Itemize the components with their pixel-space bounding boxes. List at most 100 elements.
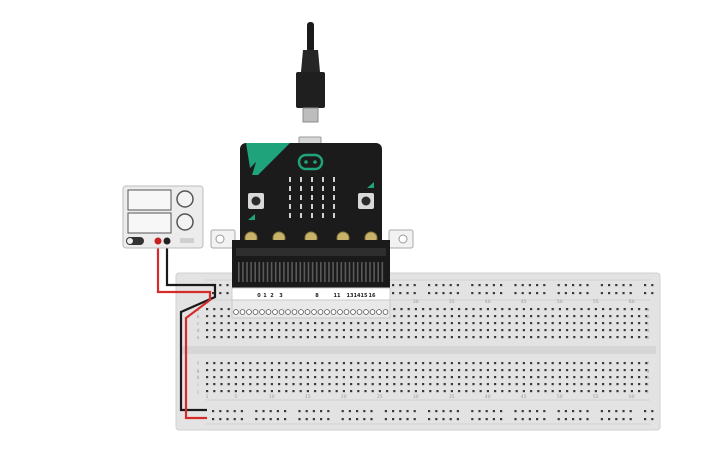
breadboard-hole[interactable] [407,315,410,318]
breadboard-hole[interactable] [501,336,504,339]
breadboard-hole[interactable] [450,376,453,379]
rail-hole[interactable] [615,410,618,413]
breadboard-hole[interactable] [422,390,425,393]
breadboard-hole[interactable] [422,376,425,379]
breadboard-hole[interactable] [414,308,417,311]
breadboard-hole[interactable] [573,390,576,393]
rail-hole[interactable] [449,418,452,421]
breadboard-hole[interactable] [414,390,417,393]
breadboard-hole[interactable] [263,376,266,379]
breadboard-hole[interactable] [321,369,324,372]
rail-hole[interactable] [622,418,625,421]
breadboard-hole[interactable] [213,315,216,318]
rail-hole[interactable] [644,284,647,287]
header-pin[interactable] [233,309,239,315]
breadboard-hole[interactable] [350,376,353,379]
breadboard-hole[interactable] [422,315,425,318]
breadboard-hole[interactable] [501,362,504,365]
breadboard-hole[interactable] [364,336,367,339]
breadboard-hole[interactable] [242,369,245,372]
breadboard-hole[interactable] [587,315,590,318]
breadboard-hole[interactable] [580,315,583,318]
rail-hole[interactable] [615,284,618,287]
breadboard-hole[interactable] [486,329,489,332]
breadboard-hole[interactable] [458,369,461,372]
breadboard-hole[interactable] [443,315,446,318]
rail-hole[interactable] [406,284,409,287]
breadboard-hole[interactable] [486,336,489,339]
breadboard-hole[interactable] [465,322,468,325]
header-pin[interactable] [239,309,246,315]
breadboard-hole[interactable] [486,383,489,386]
breadboard-hole[interactable] [609,329,612,332]
rail-hole[interactable] [233,410,236,413]
breadboard-hole[interactable] [350,383,353,386]
breadboard-hole[interactable] [386,322,389,325]
breadboard-hole[interactable] [616,315,619,318]
breadboard-hole[interactable] [472,362,475,365]
breadboard-hole[interactable] [335,376,338,379]
breadboard-hole[interactable] [342,362,345,365]
breadboard-hole[interactable] [544,369,547,372]
breadboard-hole[interactable] [450,329,453,332]
breadboard-hole[interactable] [386,390,389,393]
breadboard-hole[interactable] [278,336,281,339]
breadboard-hole[interactable] [522,322,525,325]
header-pin[interactable] [272,309,278,315]
breadboard-hole[interactable] [364,362,367,365]
breadboard-hole[interactable] [465,315,468,318]
breadboard-hole[interactable] [580,336,583,339]
breadboard-hole[interactable] [486,376,489,379]
breadboard-hole[interactable] [256,376,259,379]
breadboard-hole[interactable] [220,369,223,372]
breadboard-hole[interactable] [314,362,317,365]
breadboard-hole[interactable] [638,383,641,386]
rail-hole[interactable] [219,410,222,413]
breadboard-hole[interactable] [386,376,389,379]
breadboard-hole[interactable] [587,329,590,332]
breadboard-hole[interactable] [328,390,331,393]
rail-hole[interactable] [327,418,330,421]
breadboard-hole[interactable] [436,308,439,311]
breadboard-hole[interactable] [522,383,525,386]
rail-hole[interactable] [356,418,359,421]
breadboard-hole[interactable] [227,362,230,365]
breadboard-hole[interactable] [328,322,331,325]
rail-hole[interactable] [528,292,531,295]
rail-hole[interactable] [348,418,351,421]
breadboard-hole[interactable] [544,322,547,325]
breadboard-hole[interactable] [314,322,317,325]
breadboard-hole[interactable] [342,329,345,332]
rail-hole[interactable] [327,410,330,413]
breadboard-hole[interactable] [522,308,525,311]
rail-hole[interactable] [500,418,503,421]
breadboard-hole[interactable] [285,322,288,325]
breadboard-hole[interactable] [616,308,619,311]
breadboard-hole[interactable] [573,369,576,372]
breadboard-hole[interactable] [242,376,245,379]
rail-hole[interactable] [514,418,517,421]
breadboard-hole[interactable] [472,308,475,311]
breadboard-hole[interactable] [378,329,381,332]
rail-hole[interactable] [514,410,517,413]
breadboard-hole[interactable] [530,329,533,332]
breadboard-hole[interactable] [364,322,367,325]
breadboard-hole[interactable] [328,329,331,332]
breadboard-hole[interactable] [335,362,338,365]
breadboard-hole[interactable] [580,376,583,379]
rail-hole[interactable] [392,418,395,421]
breadboard-hole[interactable] [314,336,317,339]
rail-hole[interactable] [572,418,575,421]
breadboard-hole[interactable] [609,315,612,318]
breadboard-hole[interactable] [602,390,605,393]
rail-hole[interactable] [572,284,575,287]
breadboard-hole[interactable] [472,336,475,339]
breadboard-hole[interactable] [537,362,540,365]
breadboard-hole[interactable] [299,369,302,372]
breadboard-hole[interactable] [213,390,216,393]
breadboard-hole[interactable] [558,322,561,325]
breadboard-hole[interactable] [508,315,511,318]
breadboard-hole[interactable] [630,322,633,325]
